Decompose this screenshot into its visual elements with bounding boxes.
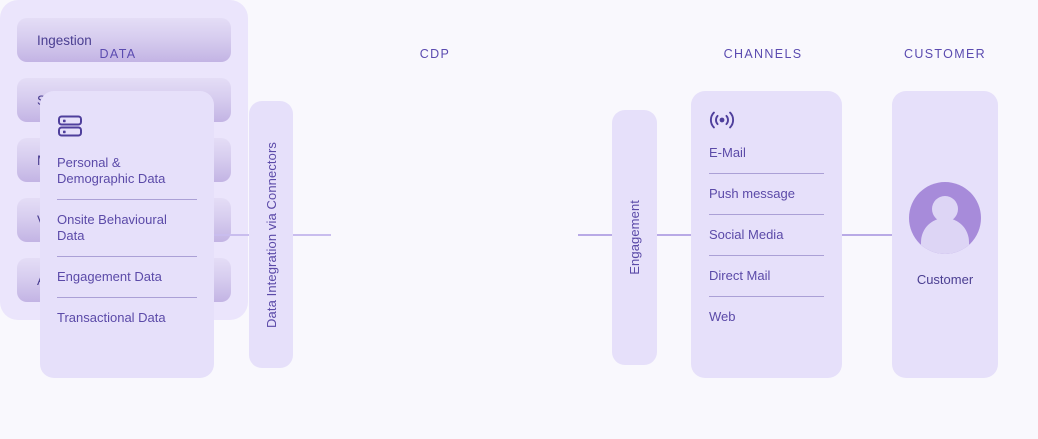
connector-line-channels-to-customer [842, 234, 893, 236]
column-header-channels: CHANNELS [723, 47, 803, 61]
connector-line-data-to-connectors [214, 234, 250, 236]
list-item: Engagement Data [57, 269, 162, 284]
broadcast-icon [710, 111, 734, 129]
list-item: Push message [709, 186, 795, 201]
database-icon [58, 115, 82, 137]
divider [709, 214, 824, 215]
connector-line-cdp-to-engagement [578, 234, 613, 236]
avatar-head [932, 196, 958, 222]
engagement-panel: Engagement [612, 110, 657, 365]
connectors-panel: Data Integration via Connectors [249, 101, 293, 368]
divider [709, 296, 824, 297]
customer-label: Customer [916, 272, 974, 287]
connector-line-engagement-to-channels [657, 234, 692, 236]
list-item: Web [709, 309, 736, 324]
list-item: E-Mail [709, 145, 746, 160]
list-item: Personal & Demographic Data [57, 155, 166, 186]
list-item: Transactional Data [57, 310, 166, 325]
list-item: Direct Mail [709, 268, 771, 283]
divider [709, 173, 824, 174]
customer-panel: Customer [892, 91, 998, 378]
column-header-cdp: CDP [419, 47, 451, 61]
divider [709, 255, 824, 256]
avatar-body [921, 218, 969, 254]
user-avatar-icon [909, 182, 981, 254]
cdp-stage-label: Ingestion [37, 32, 92, 48]
divider [57, 256, 197, 257]
list-item: Social Media [709, 227, 784, 242]
engagement-panel-label: Engagement [627, 200, 642, 275]
cdp-stage-ingestion[interactable]: Ingestion [17, 18, 231, 62]
connectors-panel-label: Data Integration via Connectors [263, 141, 279, 328]
divider [57, 199, 197, 200]
column-header-data: DATA [99, 47, 137, 61]
connector-line-connectors-to-cdp [293, 234, 331, 236]
column-header-customer: CUSTOMER [903, 47, 987, 61]
list-item: Onsite Behavioural Data [57, 212, 167, 243]
data-panel: Personal & Demographic Data Onsite Behav… [40, 91, 214, 378]
channels-panel: E-Mail Push message Social Media Direct … [691, 91, 842, 378]
divider [57, 297, 197, 298]
